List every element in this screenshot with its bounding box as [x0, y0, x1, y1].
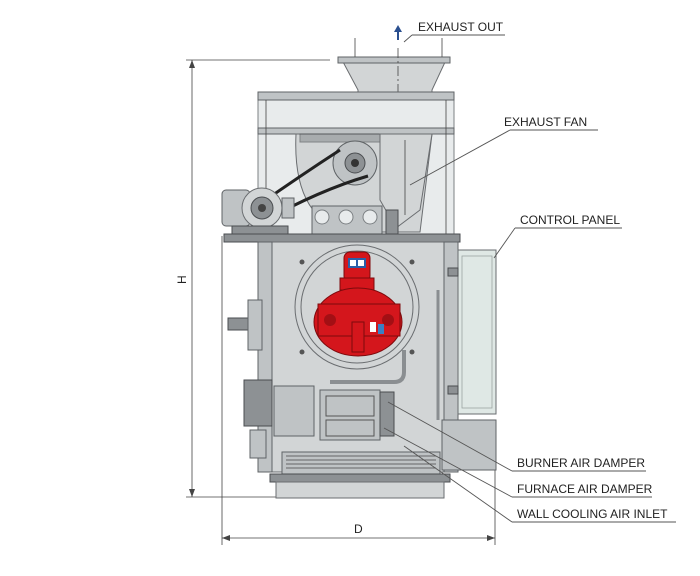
rear-section	[441, 419, 497, 471]
gauge-cluster	[311, 205, 399, 237]
callout-exhaust-out: EXHAUST OUT	[403, 20, 505, 43]
base-frame	[269, 473, 451, 483]
callout-wall-cooling-air-inlet-label: WALL COOLING AIR INLET	[517, 507, 668, 521]
dimension-d-label: D	[354, 522, 363, 536]
callout-burner-air-damper-label: BURNER AIR DAMPER	[517, 456, 645, 470]
callout-furnace-air-damper: FURNACE AIR DAMPER	[383, 427, 653, 498]
base-skid	[275, 481, 445, 499]
callout-exhaust-out-label: EXHAUST OUT	[418, 20, 504, 34]
dimension-h-label: H	[175, 275, 189, 284]
fan-motor	[221, 187, 295, 235]
callout-exhaust-fan-label: EXHAUST FAN	[504, 115, 587, 129]
callout-wall-cooling-air-inlet: WALL COOLING AIR INLET	[403, 445, 676, 523]
control-panel	[447, 249, 497, 415]
exhaust-arrow-icon	[394, 25, 402, 40]
wall-cooling-grille	[281, 451, 441, 475]
left-fittings	[227, 299, 315, 459]
callout-control-panel-label: CONTROL PANEL	[520, 213, 620, 227]
dimension-h: H	[175, 59, 330, 498]
callout-burner-air-damper: BURNER AIR DAMPER	[387, 401, 646, 472]
deck-plate	[223, 233, 461, 243]
callout-exhaust-fan: EXHAUST FAN	[409, 115, 598, 186]
burner-unit	[313, 251, 403, 357]
callout-control-panel: CONTROL PANEL	[493, 213, 622, 259]
callout-furnace-air-damper-label: FURNACE AIR DAMPER	[517, 482, 653, 496]
damper-section	[319, 389, 395, 441]
